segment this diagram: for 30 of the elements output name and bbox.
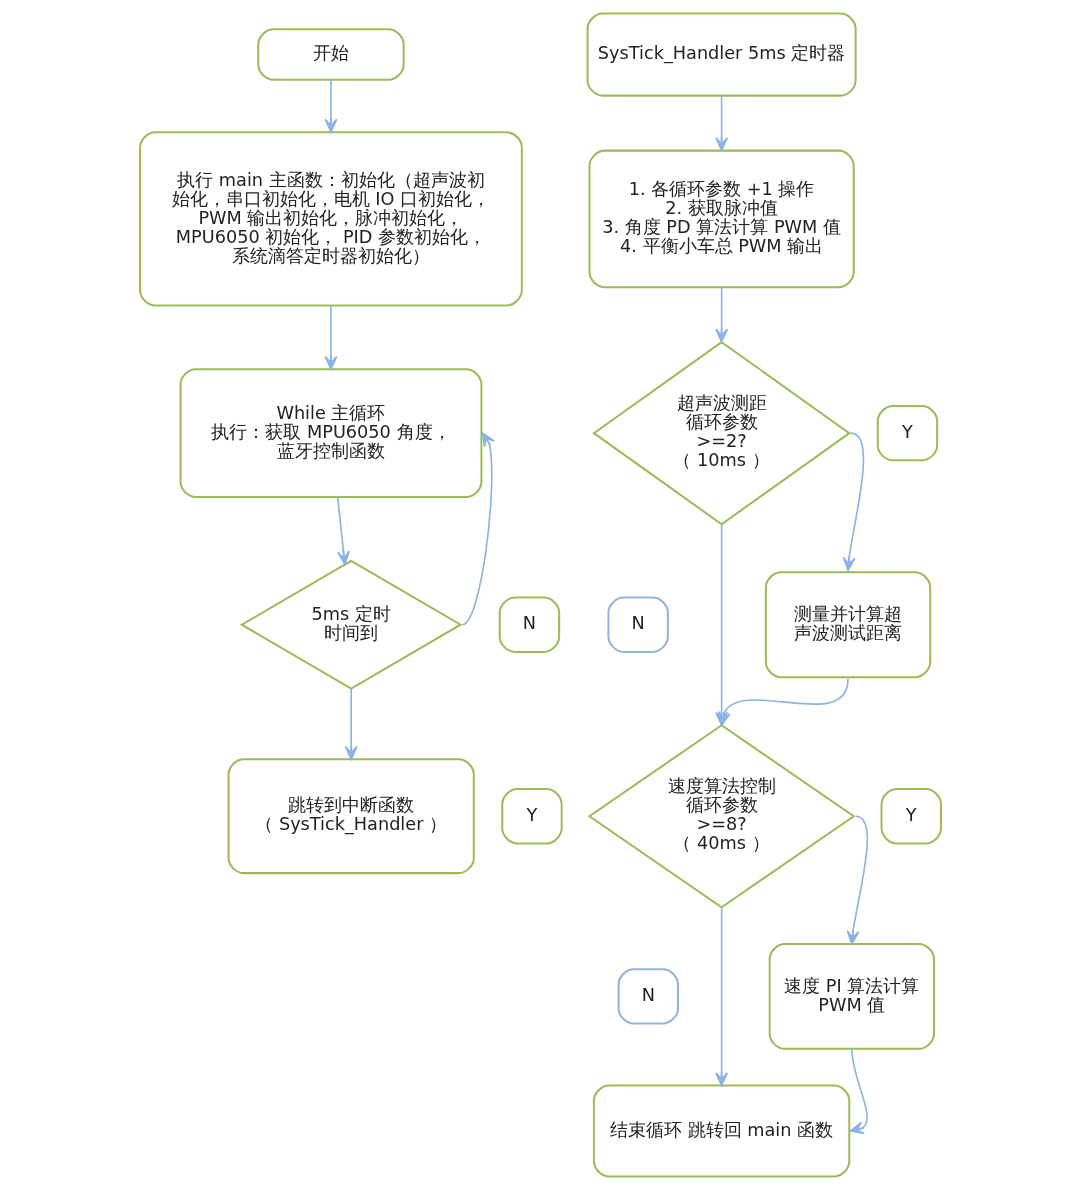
node-box: N: [617, 968, 679, 1025]
node-box: While 主循环 执行：获取 MPU6050 角度，蓝牙控制函数: [179, 368, 482, 499]
node-box: 1. 各循环参数 +1 操作 2. 获取脉冲值 3. 角度 PD 算法计算 PWM 值 4. 平衡小车总 PWM 输出: [588, 149, 855, 289]
arrow: [842, 432, 864, 572]
arrow: [846, 815, 868, 945]
arrow: [336, 496, 350, 566]
arrow: [714, 95, 728, 152]
node-box: 速度 PI 算法计算 PWM 值: [768, 942, 935, 1050]
node-diamond: 速度算法控制循环参数 >=8? （ 40ms ）: [587, 724, 855, 909]
node-box: 结束循环 跳转回 main 函数: [592, 1084, 850, 1178]
node-box: Y: [876, 405, 938, 462]
arrow: [323, 304, 337, 370]
node-box: Y: [500, 788, 563, 845]
node-diamond: 超声波测距循环参数 >=2? （ 10ms ）: [591, 340, 851, 526]
arrow: [714, 286, 728, 343]
node-box: 跳转到中断函数（ SysTick_Handler ）: [227, 758, 475, 875]
node-box: 开始: [256, 28, 405, 81]
node-box: N: [606, 596, 669, 653]
node-box: 执行 main 主函数：初始化（超声波初始化，串口初始化，电机 IO 口初始化， PWM 输出初始化，脉冲初始化， MPU6050 初始化， PID 参数初始化，系统滴答定时器初始化）: [138, 131, 523, 307]
node-box: SysTick_Handler 5ms 定时器: [586, 12, 857, 97]
arrow: [323, 79, 337, 133]
node-box: 测量并计算超声波测试距离: [764, 571, 931, 679]
node-box: N: [498, 596, 560, 653]
arrow: [714, 906, 728, 1087]
node-diamond: 5ms 定时时间到: [239, 559, 463, 690]
node-box: Y: [880, 788, 942, 845]
arrow: [461, 432, 495, 626]
arrow: [344, 688, 358, 761]
arrow: [717, 678, 849, 727]
arrow: [849, 1048, 868, 1135]
